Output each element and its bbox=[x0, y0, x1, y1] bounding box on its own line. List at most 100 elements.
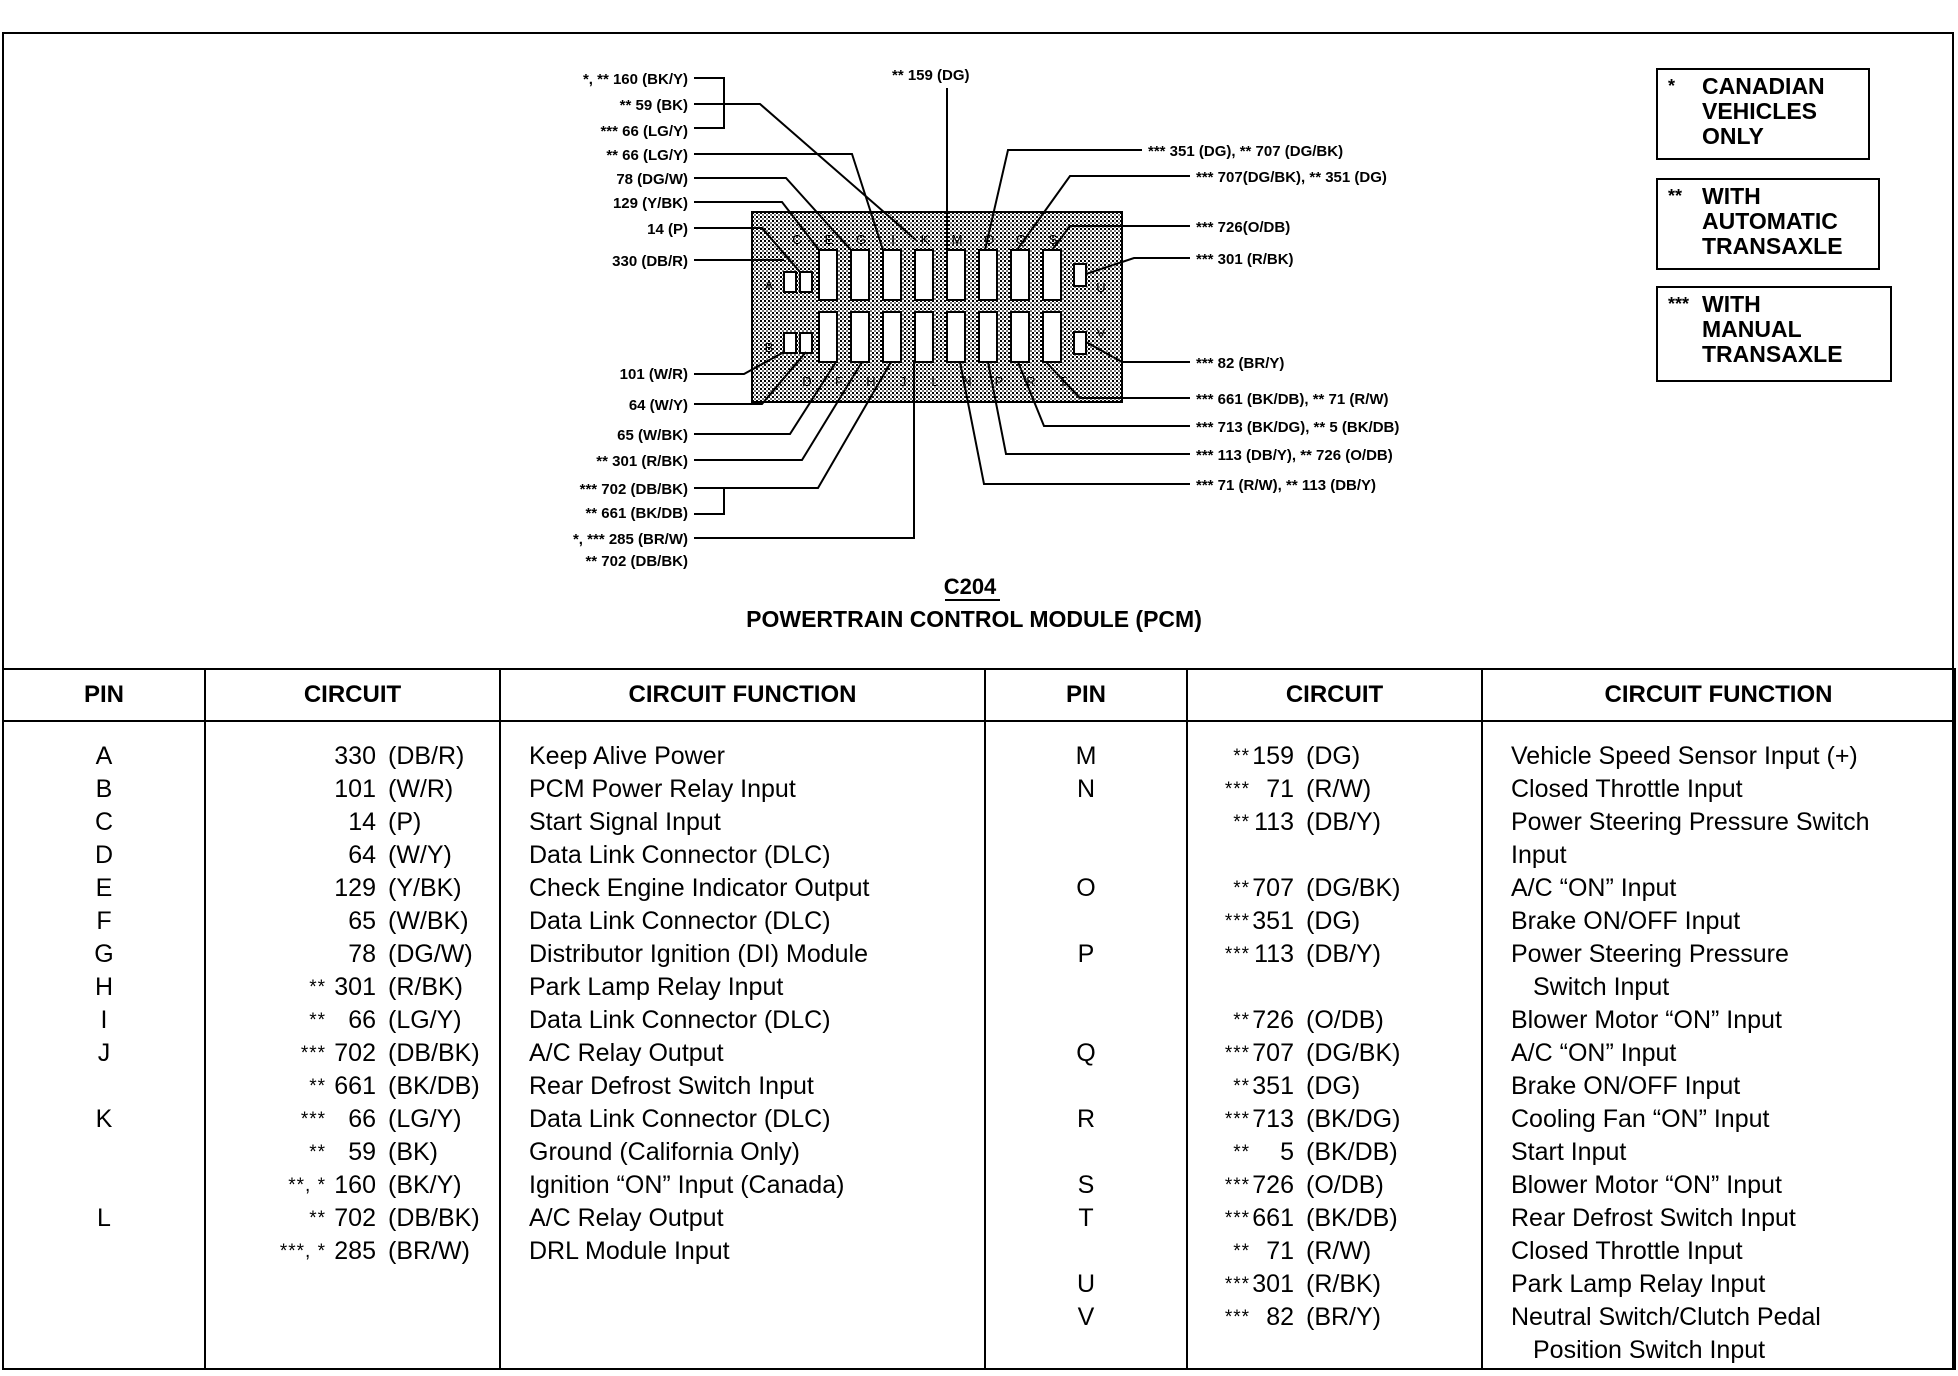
circuit-number: 64 bbox=[348, 841, 376, 869]
circuit-cell: 65(W/BK) bbox=[206, 905, 499, 938]
circuit-cell: ***66(LG/Y) bbox=[206, 1103, 499, 1136]
circuit-cell: **301(R/BK) bbox=[206, 971, 499, 1004]
pin-letter: A bbox=[765, 278, 774, 293]
note-canadian: * CANADIAN VEHICLES ONLY bbox=[1656, 68, 1870, 160]
pin-cell: G bbox=[94, 940, 114, 968]
circuit-color: (R/BK) bbox=[388, 973, 463, 1001]
circuit-color: (DB/BK) bbox=[388, 1204, 480, 1232]
note-text: CANADIAN VEHICLES ONLY bbox=[1702, 73, 1825, 149]
circuit-cell: 78(DG/W) bbox=[206, 938, 499, 971]
leader-line bbox=[694, 351, 807, 405]
circuit-number: 113 bbox=[1254, 940, 1294, 968]
pin-cell: B bbox=[95, 775, 113, 803]
callout-702-auto: ** 702 (DB/BK) bbox=[585, 553, 688, 570]
leader-line bbox=[984, 149, 1142, 251]
circuit-number: 66 bbox=[348, 1105, 376, 1133]
function-cell: Start Input bbox=[1511, 1138, 1627, 1166]
circuit-cell: 129(Y/BK) bbox=[206, 872, 499, 905]
note-manual: ***WITH MANUAL TRANSAXLE bbox=[1656, 286, 1892, 382]
callout-129: 129 (Y/BK) bbox=[613, 195, 688, 212]
circuit-cell bbox=[1188, 1334, 1481, 1367]
left-circuit-column: 330(DB/R)101(W/R)14(P)64(W/Y)129(Y/BK)65… bbox=[204, 721, 501, 1370]
leader-line bbox=[1051, 225, 1190, 251]
callout-66-manual: *** 66 (LG/Y) bbox=[600, 123, 688, 140]
circuit-cell: 64(W/Y) bbox=[206, 839, 499, 872]
circuit-number: 702 bbox=[334, 1039, 376, 1067]
pin-letter: Q bbox=[1016, 232, 1026, 247]
pin-socket bbox=[1042, 311, 1062, 363]
function-cell: Data Link Connector (DLC) bbox=[529, 841, 831, 869]
leader-line bbox=[694, 351, 785, 375]
leader-line bbox=[694, 153, 884, 251]
pin-letter: L bbox=[931, 374, 938, 389]
pin-socket bbox=[1010, 249, 1030, 301]
pin-cell bbox=[4, 1136, 204, 1169]
function-cell: Blower Motor “ON” Input bbox=[1511, 1006, 1782, 1034]
function-cell: Park Lamp Relay Input bbox=[529, 973, 784, 1001]
circuit-marker bbox=[206, 740, 326, 773]
circuit-number: 159 bbox=[1252, 742, 1294, 770]
pin-cell bbox=[986, 839, 1186, 872]
circuit-marker: *** bbox=[1224, 1109, 1250, 1130]
note-mark: * bbox=[1668, 76, 1676, 96]
leader-line bbox=[1017, 361, 1190, 427]
function-cell: A/C “ON” Input bbox=[1511, 1039, 1677, 1067]
circuit-color: (W/BK) bbox=[388, 907, 469, 935]
circuit-cell: **113(DB/Y) bbox=[1188, 806, 1481, 839]
pin-socket bbox=[946, 311, 966, 363]
circuit-marker bbox=[206, 806, 326, 839]
circuit-marker: *** bbox=[1224, 911, 1250, 932]
circuit-marker: ** bbox=[1233, 1241, 1250, 1262]
circuit-color: (BR/W) bbox=[388, 1237, 470, 1265]
circuit-color: (O/DB) bbox=[1306, 1006, 1384, 1034]
circuit-number: 661 bbox=[1252, 1204, 1294, 1232]
circuit-marker bbox=[206, 938, 326, 971]
pin-letter: M bbox=[952, 232, 963, 247]
pin-cell: U bbox=[1076, 1270, 1096, 1298]
pin-socket bbox=[882, 311, 902, 363]
function-cell: A/C “ON” Input bbox=[1511, 874, 1677, 902]
circuit-color: (DG) bbox=[1306, 907, 1361, 935]
pin-socket-small bbox=[1073, 263, 1087, 287]
circuit-number: 702 bbox=[334, 1204, 376, 1232]
header-circuit-function: CIRCUIT FUNCTION bbox=[499, 668, 986, 722]
function-cell: Rear Defrost Switch Input bbox=[1511, 1204, 1796, 1232]
callout-726: *** 726(O/DB) bbox=[1196, 219, 1290, 236]
circuit-number bbox=[1250, 1334, 1294, 1367]
circuit-marker bbox=[206, 773, 326, 806]
circuit-cell: **71(R/W) bbox=[1188, 1235, 1481, 1268]
circuit-number: 14 bbox=[348, 808, 376, 836]
circuit-marker: ** bbox=[1233, 878, 1250, 899]
pin-cell bbox=[986, 1070, 1186, 1103]
circuit-marker: ***, * bbox=[279, 1241, 326, 1262]
callout-661: ** 661 (BK/DB) bbox=[585, 505, 688, 522]
callout-64: 64 (W/Y) bbox=[629, 397, 688, 414]
circuit-cell: 14(P) bbox=[206, 806, 499, 839]
pin-letter: I bbox=[891, 232, 895, 247]
pin-cell bbox=[4, 1169, 204, 1202]
function-cell: Rear Defrost Switch Input bbox=[529, 1072, 814, 1100]
pin-socket bbox=[978, 249, 998, 301]
pin-cell: Q bbox=[1076, 1039, 1096, 1067]
function-cell: Brake ON/OFF Input bbox=[1511, 907, 1741, 935]
pin-cell: A bbox=[95, 742, 113, 770]
pin-cell: O bbox=[1076, 874, 1096, 902]
function-cell: Distributor Ignition (DI) Module bbox=[529, 940, 869, 968]
circuit-cell bbox=[1188, 839, 1481, 872]
circuit-number: 129 bbox=[334, 874, 376, 902]
circuit-number: 351 bbox=[1252, 907, 1294, 935]
leader-line bbox=[694, 362, 915, 539]
callout-351-707: *** 351 (DG), ** 707 (DG/BK) bbox=[1148, 143, 1343, 160]
circuit-number: 78 bbox=[348, 940, 376, 968]
circuit-color: (DB/Y) bbox=[1306, 808, 1381, 836]
pin-socket bbox=[914, 311, 934, 363]
pin-cell: N bbox=[1076, 775, 1096, 803]
leader-line bbox=[694, 361, 863, 461]
leader-line bbox=[1045, 361, 1190, 399]
header-circuit: CIRCUIT bbox=[1186, 668, 1483, 722]
circuit-cell: **707(DG/BK) bbox=[1188, 872, 1481, 905]
pin-cell: P bbox=[1077, 940, 1095, 968]
circuit-marker: *** bbox=[1224, 1274, 1250, 1295]
circuit-marker bbox=[206, 839, 326, 872]
function-cell: Closed Throttle Input bbox=[1511, 1237, 1743, 1265]
